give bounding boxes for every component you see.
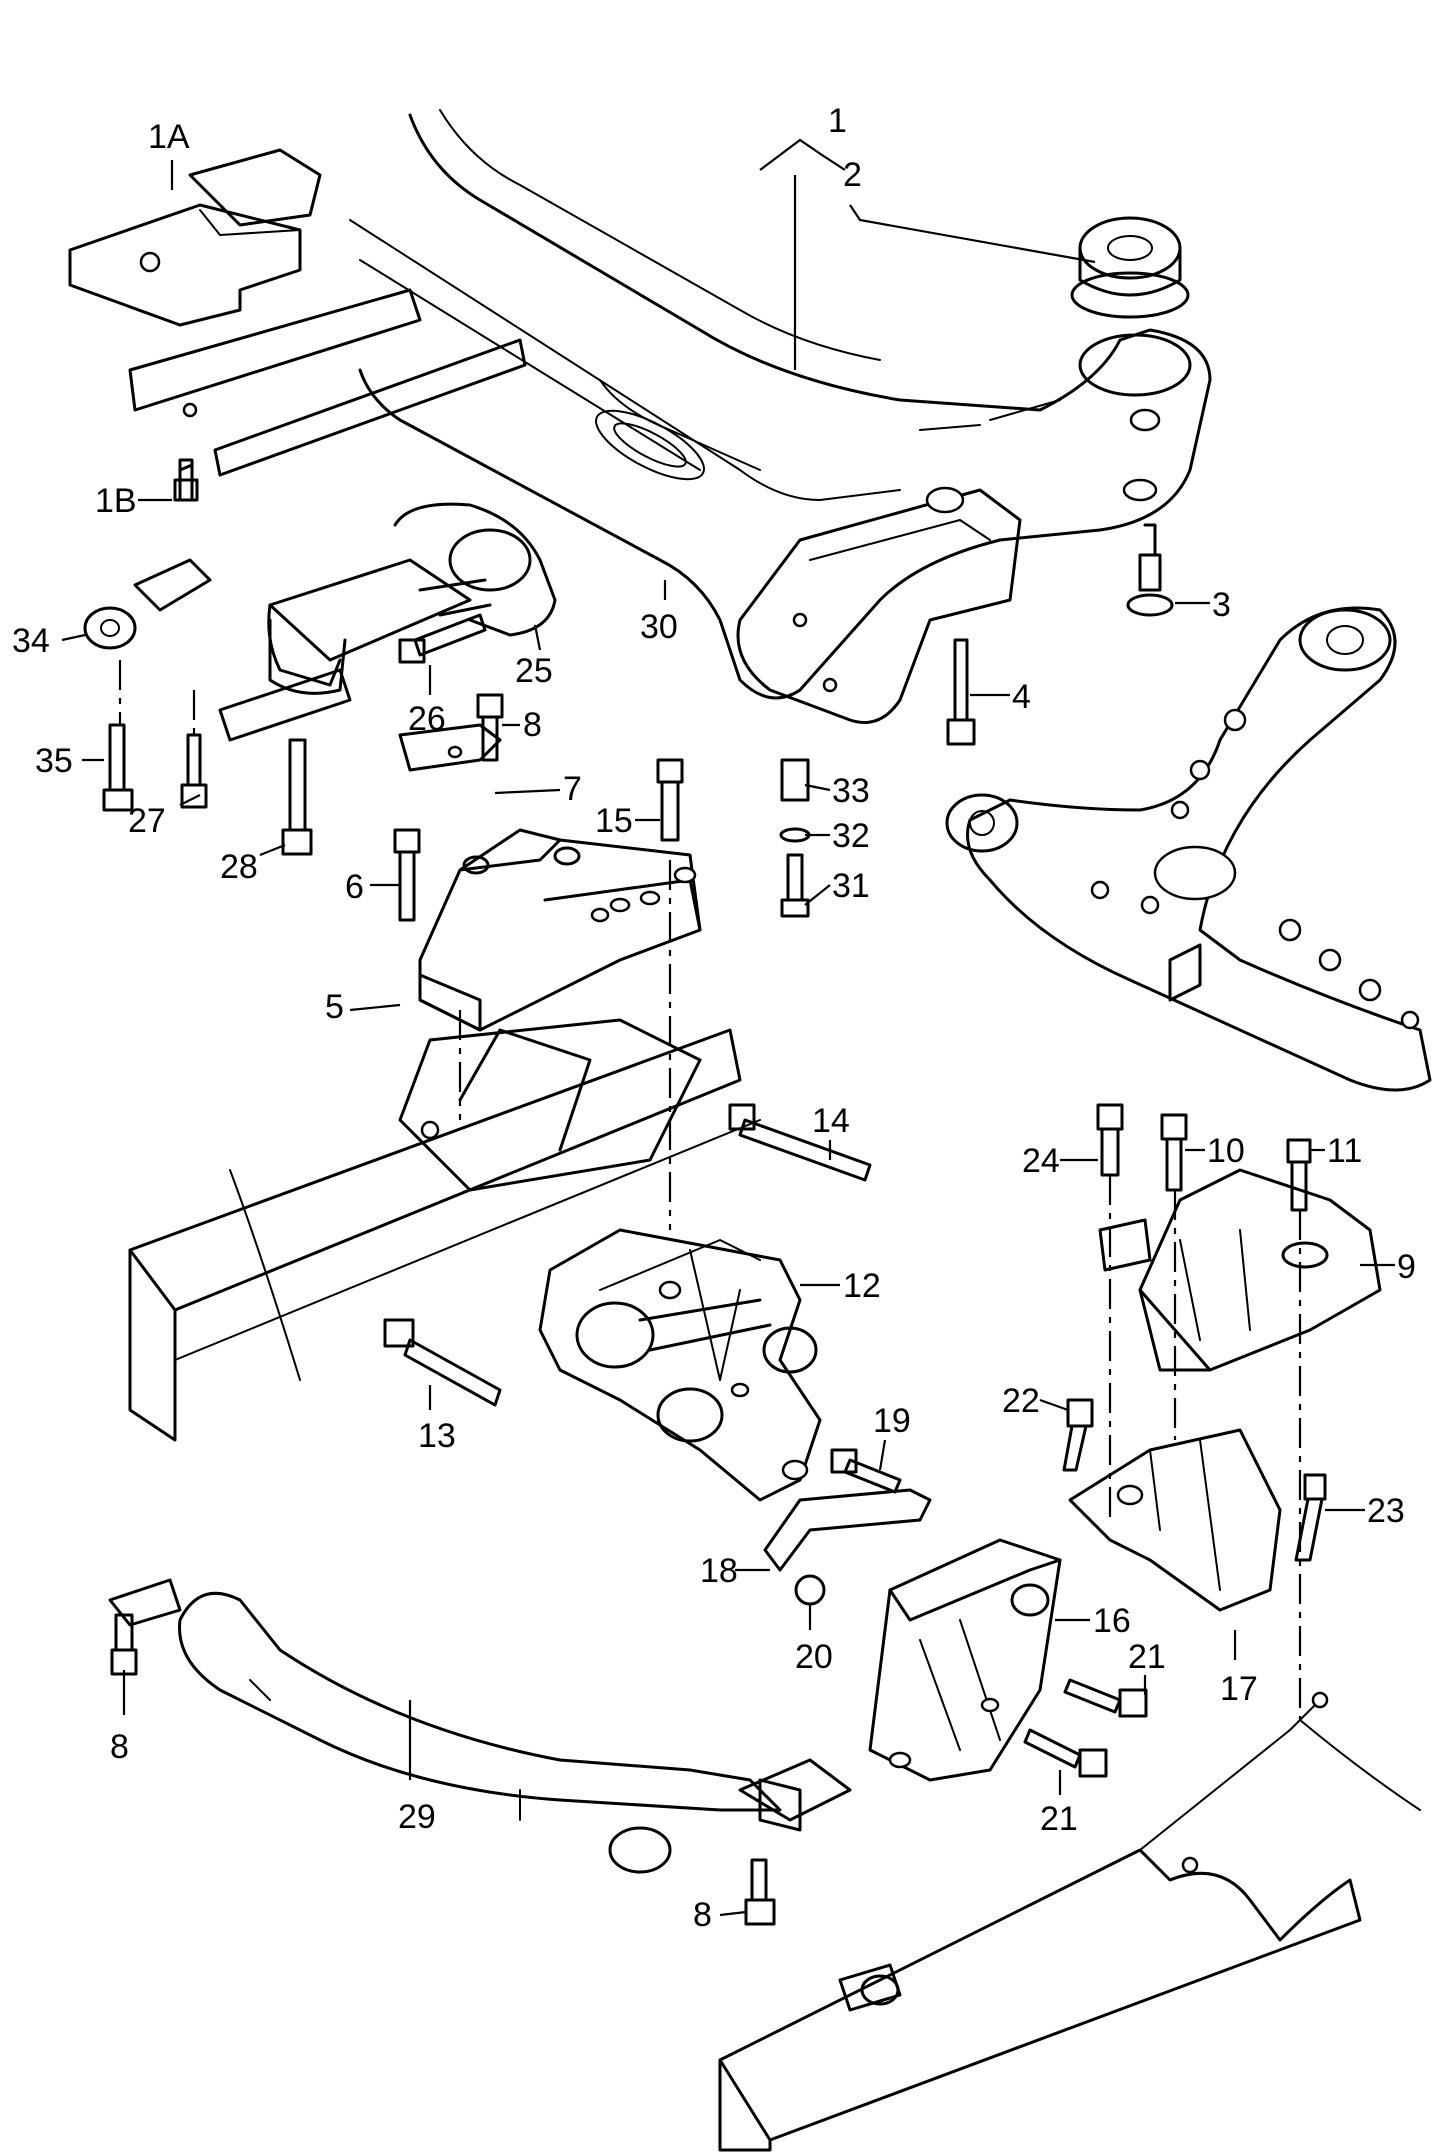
engine-mount (398, 723, 702, 1032)
bolt-26 (398, 613, 487, 664)
bolt-8-top (476, 693, 504, 762)
callout-16: 16 (1093, 1602, 1131, 1640)
callout-1: 1 (828, 102, 847, 140)
callout-1a: 1A (148, 118, 190, 156)
callout-1b: 1B (95, 482, 137, 520)
callout-labels: 1 2 1A 1B 3 4 5 6 7 8 8 8 9 10 11 12 13 … (12, 102, 1416, 1934)
callout-14: 14 (812, 1102, 850, 1140)
callout-29: 29 (398, 1798, 436, 1836)
callout-4: 4 (1012, 678, 1031, 716)
bolt-35 (102, 723, 134, 812)
callout-8-a: 8 (523, 706, 542, 744)
bolt-1b (173, 458, 199, 502)
callout-15: 15 (595, 802, 633, 840)
callout-35: 35 (35, 742, 73, 780)
bolt-14 (728, 1103, 872, 1182)
callout-33: 33 (832, 772, 870, 810)
callout-32: 32 (832, 817, 870, 855)
bolt-13 (383, 1318, 502, 1407)
callout-30: 30 (640, 608, 678, 646)
callout-20: 20 (795, 1638, 833, 1676)
support-bar (108, 1578, 852, 1874)
callout-9: 9 (1397, 1248, 1416, 1286)
bolt-24 (1096, 1103, 1124, 1177)
bracket-1a (68, 148, 527, 477)
callout-17: 17 (1220, 1670, 1258, 1708)
callout-25: 25 (515, 652, 553, 690)
bolt-21-upper (1063, 1678, 1148, 1718)
bolt-28 (281, 738, 313, 856)
chassis-member-left (128, 1018, 761, 1442)
bolt-27 (180, 733, 208, 809)
callout-5: 5 (325, 988, 344, 1026)
bolt-15 (656, 758, 684, 842)
callout-10: 10 (1207, 1132, 1245, 1170)
bolt-18-bracket (763, 1488, 932, 1606)
callout-12: 12 (843, 1267, 881, 1305)
bolt-8-bottom (744, 1858, 776, 1926)
callout-23: 23 (1367, 1492, 1405, 1530)
callout-6: 6 (345, 868, 364, 906)
callout-8-b: 8 (110, 1728, 129, 1766)
bolt-3 (1126, 523, 1174, 617)
bolt-11 (1286, 1138, 1312, 1212)
callout-21-b: 21 (1040, 1800, 1078, 1838)
bolt-19 (830, 1448, 902, 1494)
subframe-mount-bushing (1070, 216, 1190, 319)
callout-8-c: 8 (693, 1896, 712, 1934)
callout-22: 22 (1002, 1382, 1040, 1420)
transmission-mount (1068, 1168, 1382, 1612)
callout-7: 7 (563, 770, 582, 808)
gearbox-mount (538, 1228, 822, 1502)
callout-28: 28 (220, 848, 258, 886)
callout-11: 11 (1327, 1132, 1362, 1170)
callout-13: 13 (418, 1417, 456, 1455)
callout-31: 31 (832, 867, 870, 905)
callout-3: 3 (1212, 586, 1231, 624)
leader-lines (61, 138, 1395, 1917)
callout-24: 24 (1022, 1142, 1060, 1180)
bolt-21-lower (1023, 1728, 1108, 1778)
callout-2: 2 (843, 156, 862, 194)
callout-34: 34 (12, 622, 50, 660)
alignment-lines (118, 660, 1302, 1720)
bolt-4 (946, 638, 976, 746)
bolt-33-31 (779, 758, 811, 918)
callout-19: 19 (873, 1402, 911, 1440)
bolt-10 (1160, 1113, 1188, 1192)
subframe (349, 109, 1212, 724)
bolt-6 (393, 828, 421, 922)
callout-21-a: 21 (1128, 1638, 1166, 1676)
pendulum-support (83, 502, 557, 742)
bolt-8-left (110, 1613, 138, 1676)
control-arm (945, 606, 1432, 1092)
bolt-22 (1062, 1398, 1094, 1472)
callout-18: 18 (700, 1552, 738, 1590)
callout-27: 27 (128, 802, 166, 840)
callout-26: 26 (408, 700, 446, 738)
bracket-16 (868, 1538, 1062, 1782)
chassis-member-right (718, 1691, 1421, 2152)
